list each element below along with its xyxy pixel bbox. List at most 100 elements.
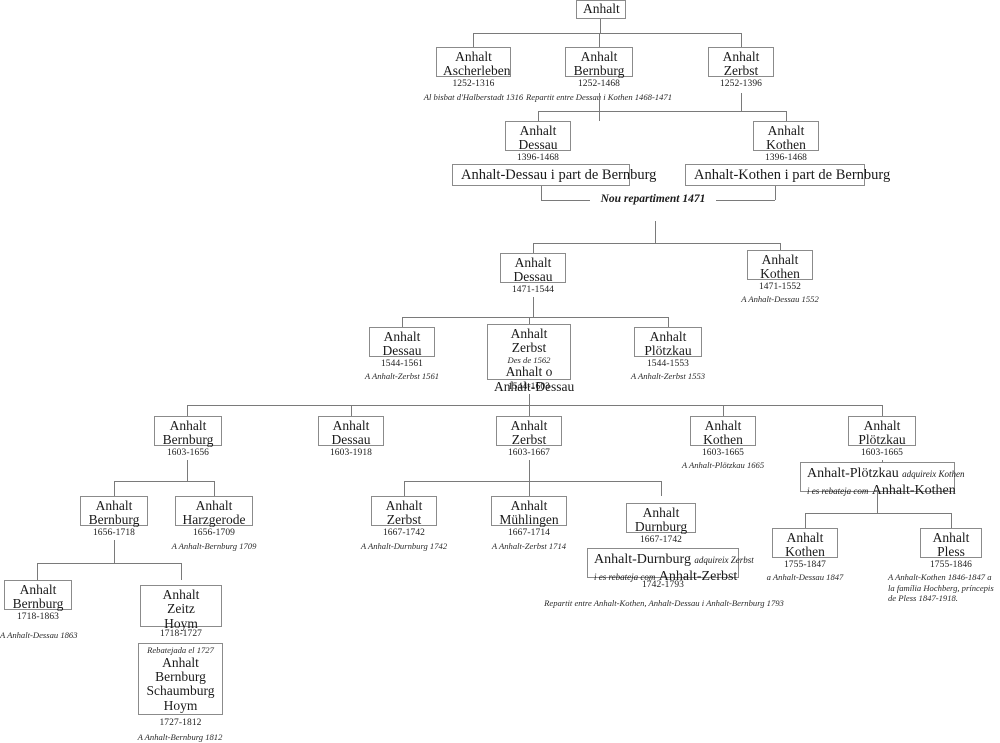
repartiment-line1: Nou repartiment bbox=[600, 193, 680, 205]
node-label: Anhalt-Kothen i part de Bernburg bbox=[694, 167, 891, 183]
merge-main-a: Anhalt-Durnburg bbox=[594, 552, 691, 567]
connector-row8-bus bbox=[37, 563, 181, 564]
years-bernburg-1656: 1656-1718 bbox=[92, 528, 136, 538]
connector-dessau1603-up bbox=[351, 405, 352, 416]
node-anhalt-plotzkau-1603: Anhalt Plötzkau bbox=[848, 416, 916, 448]
node-anhalt-root: Anhalt bbox=[576, 0, 626, 19]
node-label-line2: Plötzkau bbox=[858, 432, 906, 448]
node-label-line1: Anhalt bbox=[510, 418, 548, 433]
connector-dessau1471-up bbox=[533, 243, 534, 253]
node-label-line2: Kothen bbox=[766, 137, 806, 153]
connector-plotzkaumerge-down bbox=[877, 492, 878, 513]
node-label-line1: Anhalt bbox=[169, 418, 207, 433]
node-label-line2: Kothen bbox=[760, 266, 800, 282]
connector-repartiment-right bbox=[716, 200, 775, 201]
node-label-line1: Anhalt bbox=[722, 49, 760, 64]
node-label-line2: Dessau bbox=[382, 343, 422, 359]
node-anhalt-zerbst-1667: Anhalt Zerbst bbox=[371, 496, 437, 527]
node-label-line1: Anhalt bbox=[385, 498, 423, 513]
node-bernburg-schaumburg-hoym: Rebatejada el 1727 Anhalt Bernburg Schau… bbox=[138, 643, 223, 715]
years-plotzkau-1603: 1603-1665 bbox=[860, 448, 904, 458]
connector-bernburg1603-up bbox=[187, 405, 188, 416]
connector-bernburg1656-down bbox=[114, 540, 115, 563]
merge-line1: Anhalt-Plötzkau adquireix Kothen bbox=[807, 465, 965, 482]
connector-durnburg-up bbox=[661, 481, 662, 496]
node-label-line2: Pless bbox=[937, 544, 965, 560]
merge-main-d: Anhalt-Kothen bbox=[871, 482, 956, 498]
node-label-line2: Dessau bbox=[513, 269, 553, 285]
connector-kothen1471-up bbox=[780, 243, 781, 253]
node-label-line1: Anhalt bbox=[510, 498, 548, 513]
years-bernburg-1718: 1718-1863 bbox=[16, 612, 60, 622]
connector-kothen1603-up bbox=[723, 405, 724, 416]
node-anhalt-dessau-1471: Anhalt Dessau bbox=[500, 253, 566, 285]
years-bernburg-schaumburg: 1727-1812 bbox=[159, 718, 202, 728]
node-label-line4: Hoym bbox=[163, 697, 198, 713]
node-label-line3: Anhalt o bbox=[505, 364, 553, 380]
node-label: Anhalt bbox=[583, 1, 620, 16]
node-anhalt-dessau-1544: Anhalt Dessau bbox=[369, 327, 435, 359]
note-kothen-1603: A Anhalt-Plötzkau 1665 bbox=[681, 460, 765, 470]
node-anhalt-kothen-1603: Anhalt Kothen bbox=[690, 416, 756, 447]
node-label-line1: Anhalt bbox=[514, 255, 552, 270]
note-bernburg-schaumburg: A Anhalt-Bernburg 1812 bbox=[137, 732, 223, 742]
years-dessau-1471: 1471-1544 bbox=[511, 285, 555, 295]
connector-row5-bus bbox=[402, 317, 668, 318]
node-label-line2: Mühlingen bbox=[499, 512, 559, 528]
years-kothen-1471: 1471-1552 bbox=[758, 282, 802, 292]
node-label-line1: Anhalt bbox=[649, 329, 687, 344]
node-label-line1: Anhalt bbox=[642, 505, 680, 520]
node-anhalt-zerbst-1544: Anhalt Zerbst Des de 1562 Anhalt o Anhal… bbox=[487, 324, 574, 394]
node-midnote: Rebatejada el 1727 bbox=[147, 645, 214, 655]
node-anhalt-zerbst-1603: Anhalt Zerbst bbox=[496, 416, 562, 448]
connector-zerbst1252-up bbox=[741, 33, 742, 47]
connector-kothen1755-up bbox=[805, 513, 806, 528]
connector-zerbst1603-down bbox=[529, 460, 530, 481]
node-label-line3: Schaumburg bbox=[146, 683, 215, 699]
node-label-line2: Zerbst bbox=[723, 63, 759, 79]
node-anhalt-durnburg: Anhalt Durnburg bbox=[626, 503, 696, 534]
merge-italic-b: adquireix Kothen bbox=[902, 469, 965, 479]
node-label-line2: Bernburg bbox=[12, 596, 64, 612]
connector-row6-bus bbox=[187, 405, 882, 406]
node-label-line1: Anhalt bbox=[704, 418, 742, 433]
merge-line2: i es rebateja com Anhalt-Zerbst bbox=[594, 568, 737, 585]
node-label-line1: Anhalt bbox=[95, 498, 133, 513]
connector-zerbst1252-down bbox=[741, 93, 742, 111]
years-durnburg: 1667-1742 bbox=[639, 535, 683, 545]
years-zerbst-1252: 1252-1396 bbox=[719, 79, 763, 89]
node-label-line1: Anhalt bbox=[162, 654, 199, 670]
node-anhalt-zerbst-1252: Anhalt Zerbst bbox=[708, 47, 774, 79]
node-label-line2: Zeitz bbox=[167, 601, 195, 617]
years-muhlingen: 1667-1714 bbox=[507, 528, 551, 538]
node-anhalt-bernburg-1718: Anhalt Bernburg bbox=[4, 580, 72, 612]
node-label-line2: Zerbst bbox=[511, 432, 547, 448]
years-zerbst-1603: 1603-1667 bbox=[507, 448, 551, 458]
node-label-line3: Hoym bbox=[164, 615, 198, 631]
node-label-line2: Bernburg bbox=[573, 63, 625, 79]
connector-kothenpart-down bbox=[775, 186, 776, 200]
node-label-line1: Anhalt bbox=[580, 49, 618, 64]
node-label-line1: Anhalt bbox=[19, 582, 57, 597]
node-plotzkau-acquires-kothen: Anhalt-Plötzkau adquireix Kothen i es re… bbox=[800, 462, 965, 498]
connector-dessau1471-down bbox=[533, 297, 534, 317]
connector-row4-bus bbox=[533, 243, 781, 244]
connector-bernburg1718-up bbox=[37, 563, 38, 580]
merge-italic-b: adquireix Zerbst bbox=[694, 555, 754, 565]
node-label-line2: Plötzkau bbox=[644, 343, 692, 359]
note-bernburg-1718: A Anhalt-Dessau 1863 bbox=[0, 630, 78, 640]
merge-italic-c: i es rebateja com bbox=[807, 485, 869, 496]
node-label-line2: Zerbst bbox=[511, 340, 547, 356]
node-label-line1: Anhalt bbox=[383, 329, 421, 344]
connector-dessaupart-down bbox=[541, 186, 542, 200]
note-ascherleben: Al bisbat d'Halberstadt 1316 bbox=[423, 92, 524, 102]
node-label-line2: Bernburg bbox=[88, 512, 140, 528]
connector-bernburg1252-down bbox=[599, 93, 600, 121]
note-muhlingen: A Anhalt-Zerbst 1714 bbox=[491, 541, 567, 551]
node-durnburg-acquires-zerbst: Anhalt-Durnburg adquireix Zerbst i es re… bbox=[587, 548, 754, 584]
node-anhalt-dessau-1396: Anhalt Dessau bbox=[505, 121, 571, 152]
connector-row7-bus-right bbox=[805, 513, 951, 514]
node-label-line1: Anhalt bbox=[162, 587, 200, 602]
node-label-line1: Anhalt bbox=[455, 49, 492, 64]
